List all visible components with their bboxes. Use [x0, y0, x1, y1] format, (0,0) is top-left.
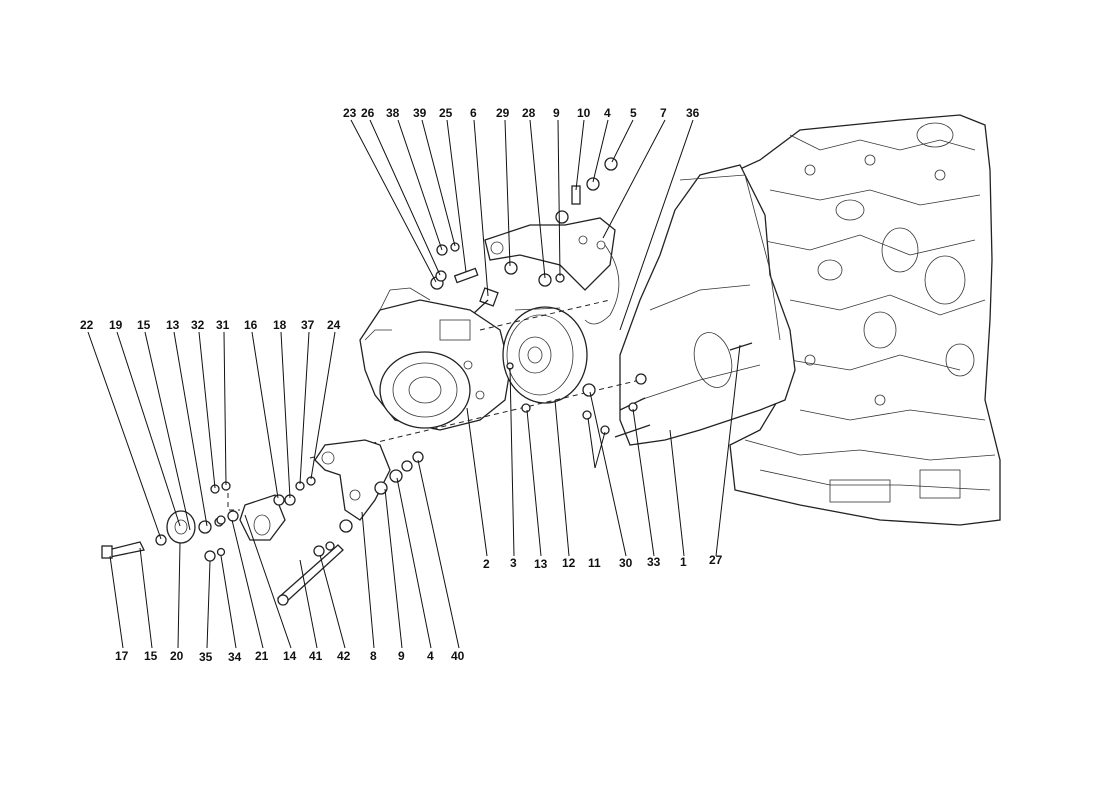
callout-27: 27: [709, 553, 723, 567]
lower-fasteners: [204, 362, 647, 606]
callout-40: 40: [451, 649, 465, 663]
callout-32: 32: [191, 318, 205, 332]
callout-41: 41: [309, 649, 323, 663]
callout-14: 14: [283, 649, 297, 663]
callout-10: 10: [577, 106, 591, 120]
callout-28: 28: [522, 106, 536, 120]
callout-34: 34: [228, 650, 242, 664]
callout-9-bottom: 9: [398, 649, 405, 663]
callout-22: 22: [80, 318, 94, 332]
callout-38: 38: [386, 106, 400, 120]
callout-37: 37: [301, 318, 315, 332]
callout-4-top: 4: [604, 106, 611, 120]
callout-42: 42: [337, 649, 351, 663]
callout-5: 5: [630, 106, 637, 120]
callout-21: 21: [255, 649, 269, 663]
compressor: [359, 287, 511, 431]
callout-7: 7: [660, 106, 667, 120]
callout-25: 25: [439, 106, 453, 120]
timing-cover: [614, 164, 796, 446]
callout-17: 17: [115, 649, 129, 663]
lower-bracket: [314, 439, 391, 521]
callout-29: 29: [496, 106, 510, 120]
callout-8: 8: [370, 649, 377, 663]
engine-block: [704, 114, 1001, 526]
callout-26: 26: [361, 106, 375, 120]
callout-13-left: 13: [166, 318, 180, 332]
callout-35: 35: [199, 650, 213, 664]
callout-15-left: 15: [137, 318, 151, 332]
callout-4-bottom: 4: [427, 649, 434, 663]
callout-6: 6: [470, 106, 477, 120]
callout-39: 39: [413, 106, 427, 120]
callout-33: 33: [647, 555, 661, 569]
callout-labels-left: 22 19 15 13 32 31 16 18 37 24: [80, 318, 341, 332]
callout-19: 19: [109, 318, 123, 332]
leader-lines: [87, 119, 741, 649]
callout-16: 16: [244, 318, 258, 332]
callout-20: 20: [170, 649, 184, 663]
callout-36: 36: [686, 106, 700, 120]
callout-23: 23: [343, 106, 357, 120]
callout-15-bottom: 15: [144, 649, 158, 663]
callout-9-top: 9: [553, 106, 560, 120]
callout-labels-bottom: 17 15 20 35 34 21 14 41 42 8 9 4 40: [115, 649, 465, 664]
clutch-pulley: [502, 306, 588, 404]
callout-24: 24: [327, 318, 341, 332]
callout-12: 12: [562, 556, 576, 570]
callout-1: 1: [680, 555, 687, 569]
callout-30: 30: [619, 556, 633, 570]
callout-labels-top: 23 26 38 39 25 6 29 28 9 10 4 5 7 36: [343, 106, 700, 120]
callout-2: 2: [483, 557, 490, 571]
callout-11: 11: [588, 556, 601, 570]
callout-31: 31: [216, 318, 230, 332]
tensioner-arm: [239, 494, 286, 541]
callout-labels-middle: 2 3 13 12 11 30 33 1 27: [483, 553, 723, 571]
callout-13-mid: 13: [534, 557, 548, 571]
callout-18: 18: [273, 318, 287, 332]
callout-3: 3: [510, 556, 517, 570]
